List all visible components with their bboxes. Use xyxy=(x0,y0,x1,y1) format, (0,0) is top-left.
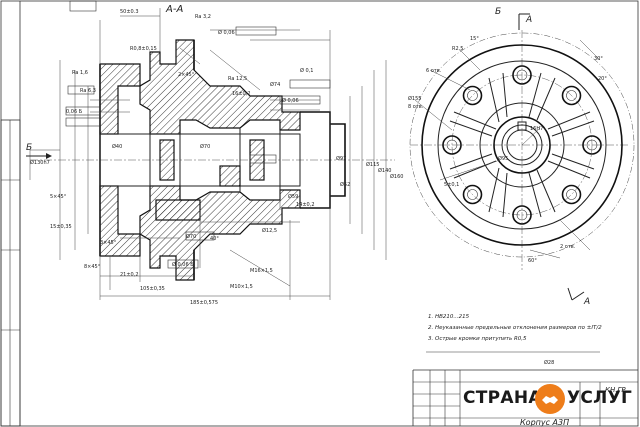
title-block xyxy=(412,369,638,426)
dim-label: R0,8±0,15 xyxy=(130,46,157,52)
dim-label: 15±0,35 xyxy=(50,224,72,230)
dim-label: Ø52 xyxy=(340,181,350,188)
dim-label: 30° xyxy=(594,56,603,62)
dim-label: 8×45° xyxy=(84,264,101,270)
dim-label: Ø97 xyxy=(336,155,346,162)
dim-label: Ø 0,06 xyxy=(218,29,235,36)
dim-label: 105±0,35 xyxy=(140,286,165,292)
dim-label: 15° xyxy=(470,36,479,42)
body-section-upper xyxy=(139,39,301,135)
dim-label: 60° xyxy=(528,258,537,264)
watermark-left-word: СТРАНА xyxy=(463,388,542,408)
view-label: Б xyxy=(495,7,501,17)
dim-label: M16×1,5 xyxy=(250,268,273,274)
dim-label: 21±0,2 xyxy=(120,272,139,278)
watermark-logo: СТРАНА УСЛУГ xyxy=(463,382,639,416)
section-dimensions xyxy=(29,8,387,300)
dim-label: Ø115 xyxy=(366,161,379,168)
flange-labels: 6 отв. Ø155 8 отв. R2,5 15° 30° 20° Ø95 … xyxy=(408,36,607,264)
dim-label: 16±0,2 xyxy=(232,91,251,97)
dim-label: Ø155 xyxy=(408,95,421,102)
dim-label: Ra 6,3 xyxy=(80,88,96,94)
note-3: 3. Острые кромки притупить R0,5 xyxy=(428,336,527,342)
view-arrow-a-bottom: А xyxy=(567,287,590,307)
section-label: А-А xyxy=(165,4,183,15)
dim-label: 185±0,575 xyxy=(190,300,218,306)
dim-label: 5×45° xyxy=(50,194,67,200)
dim-label: R2,5 xyxy=(452,46,463,52)
dim-label: 0,06 Б xyxy=(66,109,83,115)
dim-label: Ø160 xyxy=(390,173,403,180)
dim-label: 5±0,1 xyxy=(444,182,459,188)
section-view: А-А xyxy=(30,4,395,281)
dim-label: Ø70 xyxy=(186,233,196,240)
dim-label: 14±0,2 xyxy=(296,202,315,208)
dim-label: Ø12,5 xyxy=(262,227,277,234)
dim-label: Ø 0,1 xyxy=(300,67,313,74)
dim-label: M10×1,5 xyxy=(230,284,253,290)
dim-label: Ra 1,6 xyxy=(72,70,88,76)
dim-label: Ø74 xyxy=(270,81,280,88)
dim-label: Ra 3,2 xyxy=(195,14,211,20)
radial-slots xyxy=(449,72,595,218)
dim-label: 2×45° xyxy=(178,72,195,78)
note-1: 1. НВ210...215 xyxy=(428,314,470,320)
dim-label: 3×45° xyxy=(100,240,117,246)
dim-label: 40° xyxy=(210,236,219,242)
handshake-icon xyxy=(535,384,565,414)
dim-label: 6 отв. xyxy=(426,68,442,74)
watermark-right-word: УСЛУГ xyxy=(567,388,633,408)
dim-label: Ø28 xyxy=(544,359,554,366)
dim-label: Ø130h7 xyxy=(30,159,50,166)
dim-label: 8 отв. xyxy=(408,104,424,110)
dim-label: Ø40 xyxy=(112,143,122,150)
dim-label: 50±0.3 xyxy=(120,9,139,15)
bolt-holes xyxy=(442,65,602,225)
dim-label: Ø 0,06 Б xyxy=(172,261,194,268)
flange-left xyxy=(99,63,141,135)
dim-label: 2 отв. xyxy=(560,244,576,250)
view-arrow-b: Б xyxy=(26,143,52,159)
dim-label: 16H7 xyxy=(530,126,543,132)
dim-label: Ø140 xyxy=(378,167,391,174)
dim-label: 20° xyxy=(598,76,607,82)
dim-label: Ø 0,06 xyxy=(282,97,299,104)
svg-text:А: А xyxy=(583,297,590,307)
note-2: 2. Неуказанные предельные отклонения раз… xyxy=(428,325,602,331)
svg-text:Б: Б xyxy=(26,143,32,153)
arrow-a-top-label: А xyxy=(525,15,532,25)
designation-text: КН.ГР. xyxy=(605,386,628,394)
tolerance-frames xyxy=(65,26,331,269)
dim-label: Ø59 xyxy=(288,193,298,200)
dim-label: Ø70 xyxy=(200,143,210,150)
title-text: Корпус А3П xyxy=(520,418,569,427)
flange-view: Б А xyxy=(409,7,635,270)
section-labels: 50±0.3 Ra 3,2 Ø 0,06 R0,8±0,15 2×45° Ra … xyxy=(30,9,403,306)
dim-label: Ra 12,5 xyxy=(228,76,247,82)
dim-label: Ø95 xyxy=(498,155,508,162)
